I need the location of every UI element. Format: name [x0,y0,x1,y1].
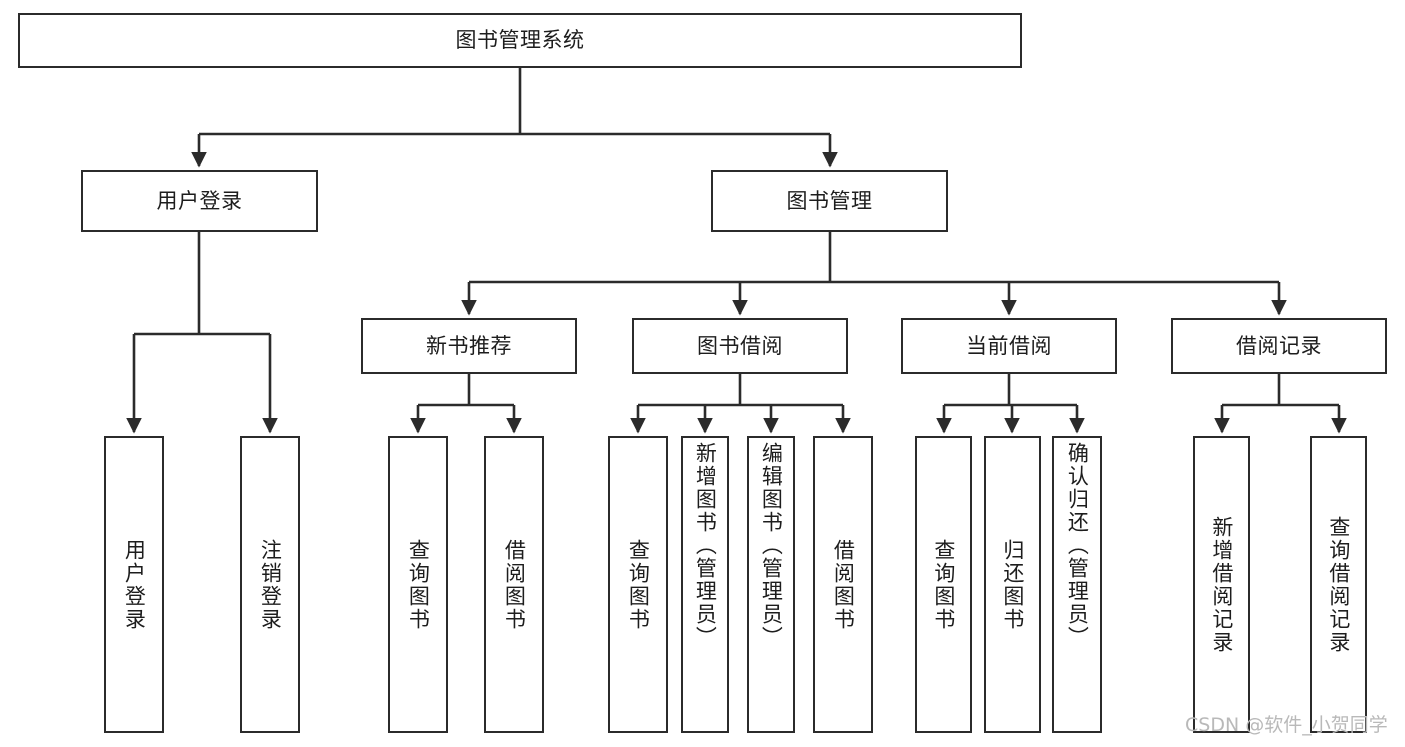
node-leaf-borrow-book-recommend[interactable]: 借阅图书 [484,436,544,733]
node-level3-new-book-recommend[interactable]: 新书推荐 [361,318,577,374]
node-level3-borrow-record[interactable]: 借阅记录 [1171,318,1387,374]
node-level2-user-login[interactable]: 用户登录 [81,170,318,232]
node-leaf-add-book-admin[interactable]: 新增图书（管理员） [681,436,729,733]
csdn-watermark: CSDN @软件_小贺同学 [1185,714,1388,736]
node-level3-book-borrow[interactable]: 图书借阅 [632,318,848,374]
node-level2-book-management[interactable]: 图书管理 [711,170,948,232]
node-leaf-confirm-return-admin[interactable]: 确认归还（管理员） [1052,436,1102,733]
node-leaf-query-borrow-record[interactable]: 查询借阅记录 [1310,436,1367,733]
node-leaf-edit-book-admin[interactable]: 编辑图书（管理员） [747,436,795,733]
node-level3-current-borrow[interactable]: 当前借阅 [901,318,1117,374]
node-leaf-query-book-recommend[interactable]: 查询图书 [388,436,448,733]
node-leaf-query-book-borrow[interactable]: 查询图书 [608,436,668,733]
node-leaf-logout[interactable]: 注销登录 [240,436,300,733]
node-leaf-return-book[interactable]: 归还图书 [984,436,1041,733]
node-leaf-add-borrow-record[interactable]: 新增借阅记录 [1193,436,1250,733]
node-root[interactable]: 图书管理系统 [18,13,1022,68]
node-leaf-user-login[interactable]: 用户登录 [104,436,164,733]
node-leaf-query-book-current[interactable]: 查询图书 [915,436,972,733]
node-leaf-borrow-book[interactable]: 借阅图书 [813,436,873,733]
